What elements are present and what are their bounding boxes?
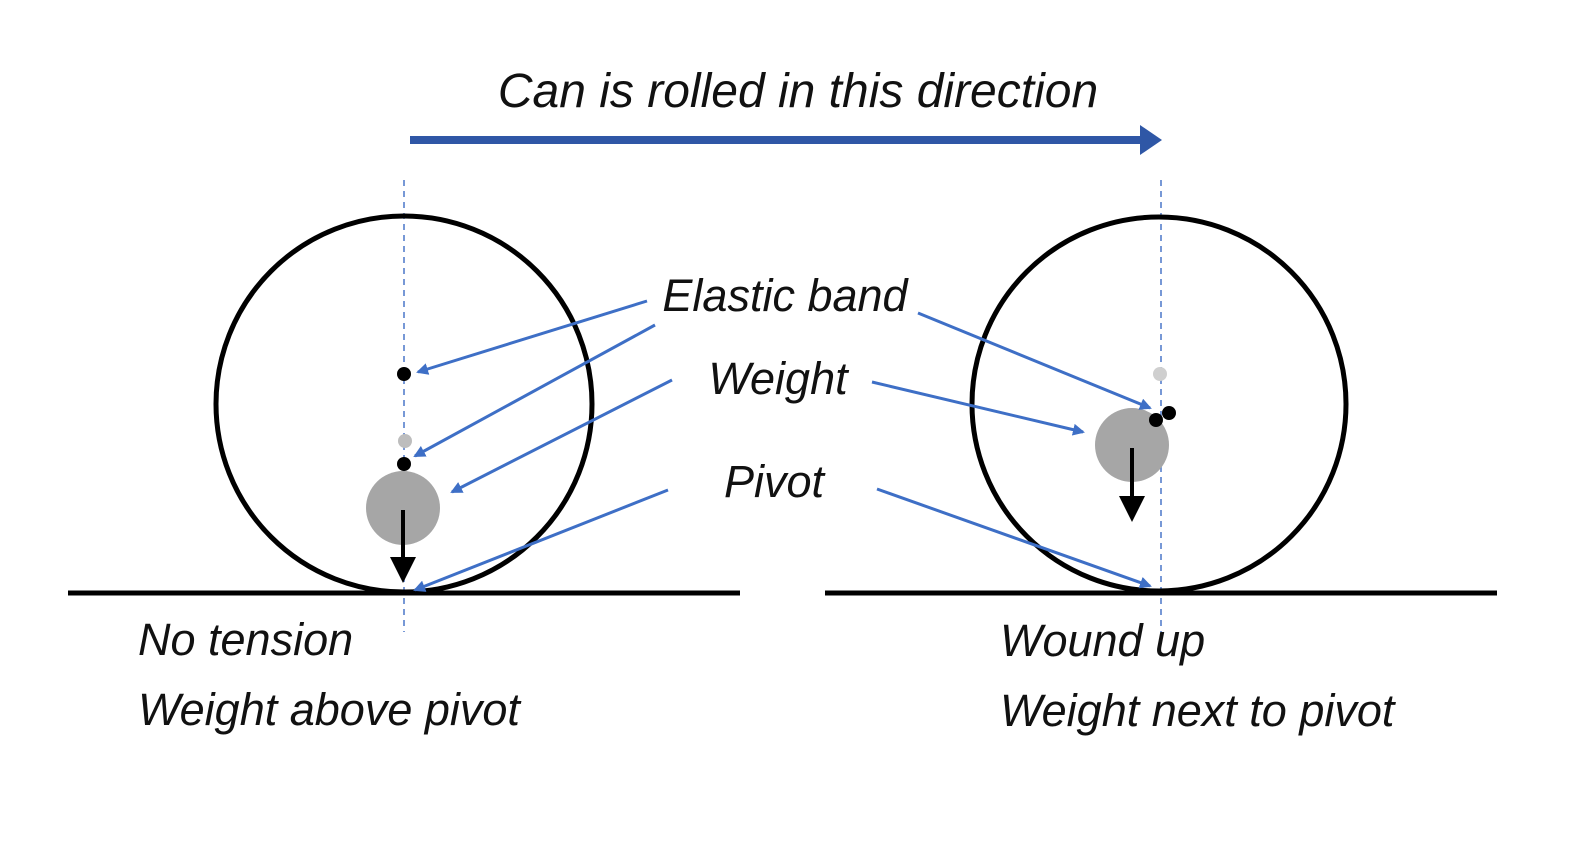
can-right bbox=[969, 214, 1349, 594]
diagram-title: Can is rolled in this direction bbox=[498, 65, 1098, 118]
can-outline bbox=[969, 214, 1349, 594]
label-pivot: Pivot bbox=[724, 456, 827, 507]
left-state-line2: Weight above pivot bbox=[138, 684, 522, 735]
elastic-band-anchor bbox=[398, 434, 412, 448]
arrow-weight-left bbox=[450, 378, 673, 494]
arrow-weight-right bbox=[871, 380, 1085, 436]
elastic-band-end bbox=[397, 457, 411, 471]
label-elastic-band: Elastic band bbox=[662, 270, 909, 321]
elastic-band-end bbox=[397, 367, 411, 381]
weight bbox=[1095, 408, 1169, 482]
elastic-band-end bbox=[1149, 413, 1163, 427]
arrow-pivot-right bbox=[876, 487, 1152, 589]
arrow-pivot-left bbox=[413, 488, 669, 592]
arrow-elastic-band-right bbox=[917, 311, 1152, 410]
gravity-arrow-head bbox=[1119, 496, 1145, 522]
label-weight: Weight bbox=[708, 353, 850, 404]
can-left bbox=[213, 213, 595, 595]
direction-arrow bbox=[410, 125, 1162, 155]
arrow-elastic-band-left-top bbox=[416, 299, 648, 375]
weight bbox=[366, 471, 440, 545]
gravity-arrow-head bbox=[390, 557, 416, 583]
arrow-elastic-band-left-mid bbox=[413, 323, 656, 458]
left-state-line1: No tension bbox=[138, 614, 353, 665]
elastic-band-ghost bbox=[1153, 367, 1167, 381]
can-outline bbox=[213, 213, 595, 595]
elastic-band-end bbox=[1162, 406, 1176, 420]
right-state-line1: Wound up bbox=[1000, 615, 1205, 666]
annotation-arrows bbox=[413, 299, 1152, 592]
right-state-line2: Weight next to pivot bbox=[1000, 685, 1397, 736]
